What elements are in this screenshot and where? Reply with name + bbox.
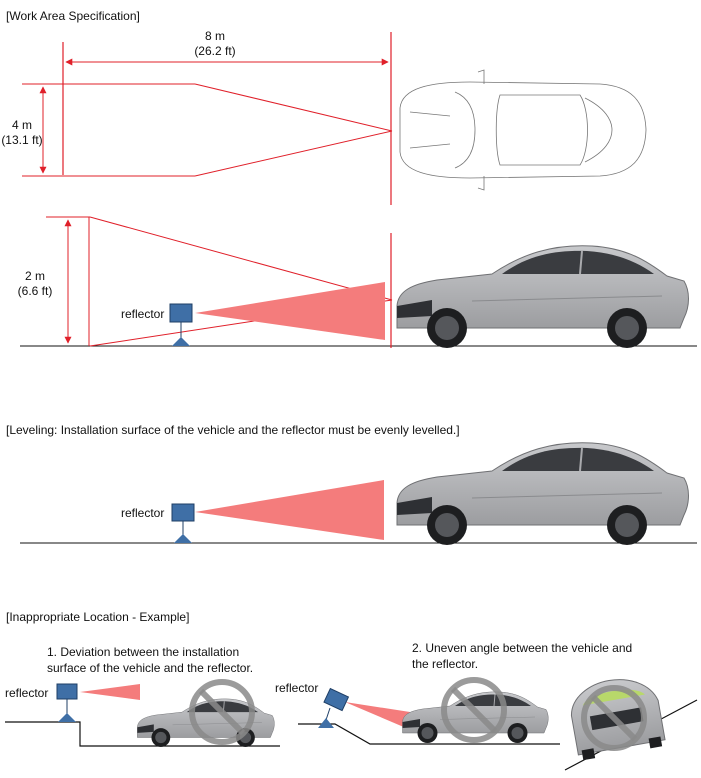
reflector-example2: [323, 687, 350, 712]
reflector-work-area: [169, 303, 193, 323]
example1-caption-line1: 1. Deviation between the installation: [47, 645, 240, 659]
reflector-leveling: [171, 503, 195, 522]
example2-caption-line1: 2. Uneven angle between the vehicle and: [412, 641, 633, 655]
side-view: [20, 216, 697, 349]
reflector-label-example2: reflector: [275, 681, 319, 695]
spread-label-m: 4 m: [11, 118, 32, 132]
beam-leveling: [195, 480, 384, 540]
width-label-ft: (26.2 ft): [194, 44, 236, 58]
example2-caption-line2: the reflector.: [412, 657, 479, 671]
reflector-label-work-area: reflector: [121, 307, 165, 321]
top-view: [22, 32, 647, 205]
car-leveling: [396, 441, 690, 546]
work-area-heading: [Work Area Specification]: [6, 9, 140, 23]
leveling-heading: [Leveling: Installation surface of the v…: [6, 423, 460, 437]
car-example2: [402, 691, 549, 744]
example1-caption-line2: surface of the vehicle and the reflector…: [47, 661, 254, 675]
height-label-ft: (6.6 ft): [17, 284, 53, 298]
leveling-diagram: [20, 441, 697, 546]
spread-label-ft: (13.1 ft): [1, 133, 43, 147]
beam-work-area: [195, 282, 385, 340]
reflector-example1: [56, 683, 78, 700]
example2-diagram: [298, 673, 698, 771]
car-side-view: [396, 244, 690, 349]
car-top-view: [399, 69, 647, 191]
reflector-label-example1: reflector: [5, 686, 49, 700]
width-label-m: 8 m: [204, 29, 225, 43]
height-label-m: 2 m: [24, 269, 45, 283]
reflector-label-leveling: reflector: [121, 506, 165, 520]
inappropriate-heading: [Inappropriate Location - Example]: [6, 610, 190, 624]
example1-diagram: [5, 682, 280, 748]
